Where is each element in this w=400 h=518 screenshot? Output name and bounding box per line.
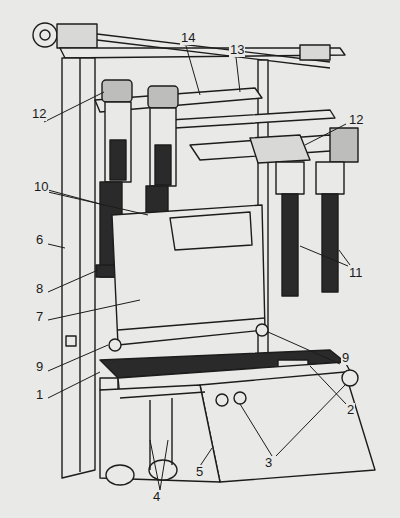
callout-number: 7 <box>35 310 44 324</box>
callout-number: 13 <box>229 43 245 57</box>
callout-number: 9 <box>35 360 44 374</box>
callout-number: 4 <box>152 490 161 504</box>
callout-number: 9 <box>341 351 350 365</box>
callout-number: 3 <box>264 456 273 470</box>
callout-number: 6 <box>35 233 44 247</box>
callout-number: 2 <box>346 403 355 417</box>
callout-number: 1 <box>35 388 44 402</box>
callout-number: 11 <box>348 266 364 280</box>
callout-number: 12 <box>31 107 47 121</box>
callout-number: 14 <box>180 31 196 45</box>
callout-number: 12 <box>348 113 364 127</box>
callout-number: 10 <box>33 180 49 194</box>
callout-number: 8 <box>35 282 44 296</box>
callout-number: 5 <box>195 465 204 479</box>
